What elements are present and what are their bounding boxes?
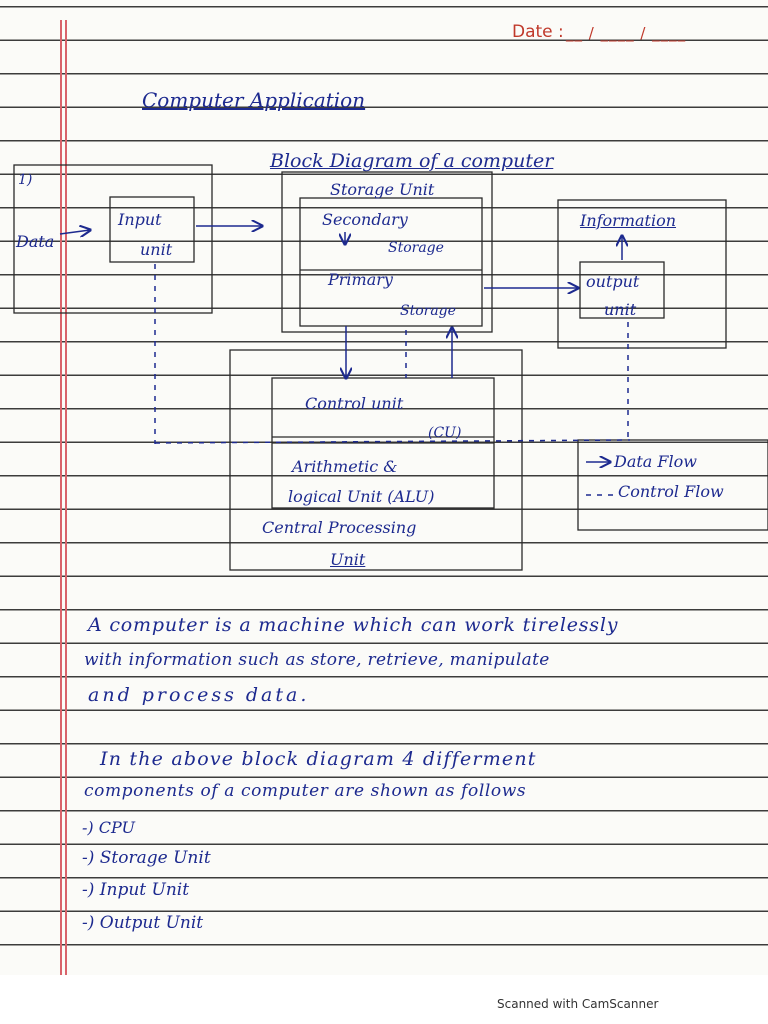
input-outer-box (13, 164, 213, 314)
note-line: In the above block diagram 4 differment (100, 748, 537, 770)
note-line: and process data. (88, 684, 310, 706)
secondary-storage-label: Storage (388, 240, 444, 256)
control-horizontal (154, 439, 631, 444)
date-slots: __ / ____ / ____ (566, 24, 687, 42)
bottom-strip (0, 975, 768, 1024)
storage-outer-box (281, 171, 493, 333)
diagram-marker: 1) (18, 172, 33, 188)
output-unit-label-2: unit (604, 300, 637, 319)
cu-label: (CU) (428, 425, 462, 441)
list-item: -) Storage Unit (82, 848, 211, 868)
storage-unit-label: Storage Unit (330, 180, 435, 199)
secondary-label: Secondary (322, 210, 408, 229)
output-unit-label-1: output (586, 272, 640, 291)
alu-label-2: logical Unit (ALU) (288, 487, 435, 506)
list-item: -) CPU (82, 818, 135, 837)
note-line: with information such as store, retrieve… (84, 650, 550, 670)
cpu-label-1: Central Processing (262, 518, 417, 537)
information-label: Information (580, 211, 677, 230)
margin-line-left (60, 20, 62, 979)
output-outer-box (557, 199, 727, 349)
margin-line-right (65, 20, 67, 979)
control-unit-label: Control unit (305, 394, 404, 413)
input-data-label: Data (16, 232, 55, 251)
primary-storage-label: Storage (400, 303, 456, 319)
cpu-outer-box (229, 349, 523, 571)
primary-label: Primary (328, 270, 393, 289)
list-item: -) Output Unit (82, 913, 204, 933)
list-item: -) Input Unit (82, 880, 190, 900)
storage-inner-box (299, 197, 483, 327)
arrow-data-to-input (59, 230, 90, 234)
diagram-title: Block Diagram of a computer (270, 150, 554, 172)
output-unit-box (579, 261, 665, 319)
input-unit-label-2: unit (140, 240, 173, 259)
input-unit-box (109, 196, 195, 263)
legend-control-flow-label: Control Flow (618, 482, 724, 501)
legend-box (577, 439, 768, 531)
legend-data-flow-label: Data Flow (614, 452, 697, 471)
alu-label-1: Arithmetic & (292, 457, 398, 476)
page-title: Computer Application (142, 88, 366, 112)
note-line: components of a computer are shown as fo… (84, 781, 527, 801)
date-label: Date : (512, 22, 564, 42)
scanner-footer: Scanned with CamScanner (497, 997, 659, 1011)
note-line: A computer is a machine which can work t… (88, 614, 619, 636)
input-unit-label-1: Input (118, 210, 162, 229)
cpu-label-2: Unit (330, 550, 366, 569)
